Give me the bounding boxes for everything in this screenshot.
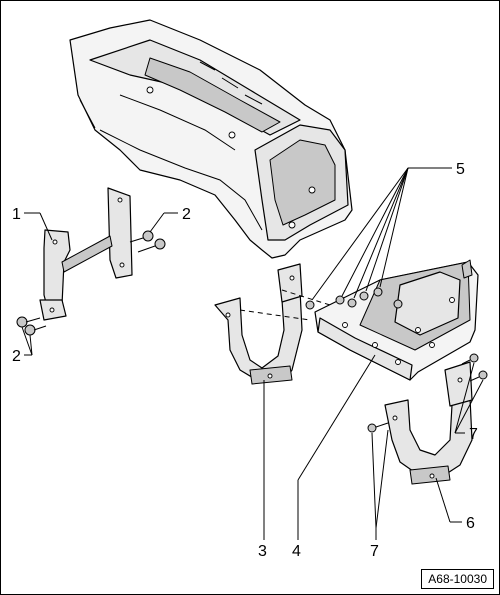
callout-2-right: 2 (182, 206, 191, 223)
tray-part-4 (314, 259, 479, 381)
callout-5: 5 (456, 161, 465, 178)
left-bracket-part-1 (39, 187, 133, 321)
bolts-part-2-right (129, 230, 166, 253)
bolts-part-2-left (16, 316, 47, 336)
leader-lines (21, 167, 484, 540)
callout-7-right: 7 (469, 426, 478, 443)
callout-labels: 1 2 2 3 4 5 6 7 7 (12, 161, 478, 560)
callout-2-left: 2 (12, 348, 21, 365)
center-console (69, 19, 353, 259)
callout-7-bottom: 7 (370, 543, 379, 560)
screws-part-5 (305, 287, 403, 310)
callout-6: 6 (466, 515, 475, 532)
callout-4: 4 (292, 543, 301, 560)
center-bracket-part-3 (214, 263, 331, 385)
callout-3: 3 (258, 543, 267, 560)
right-bracket-part-6 (384, 361, 473, 485)
screws-part-7 (367, 353, 488, 433)
reference-code: A68-10030 (421, 569, 494, 589)
callout-1: 1 (12, 206, 21, 223)
